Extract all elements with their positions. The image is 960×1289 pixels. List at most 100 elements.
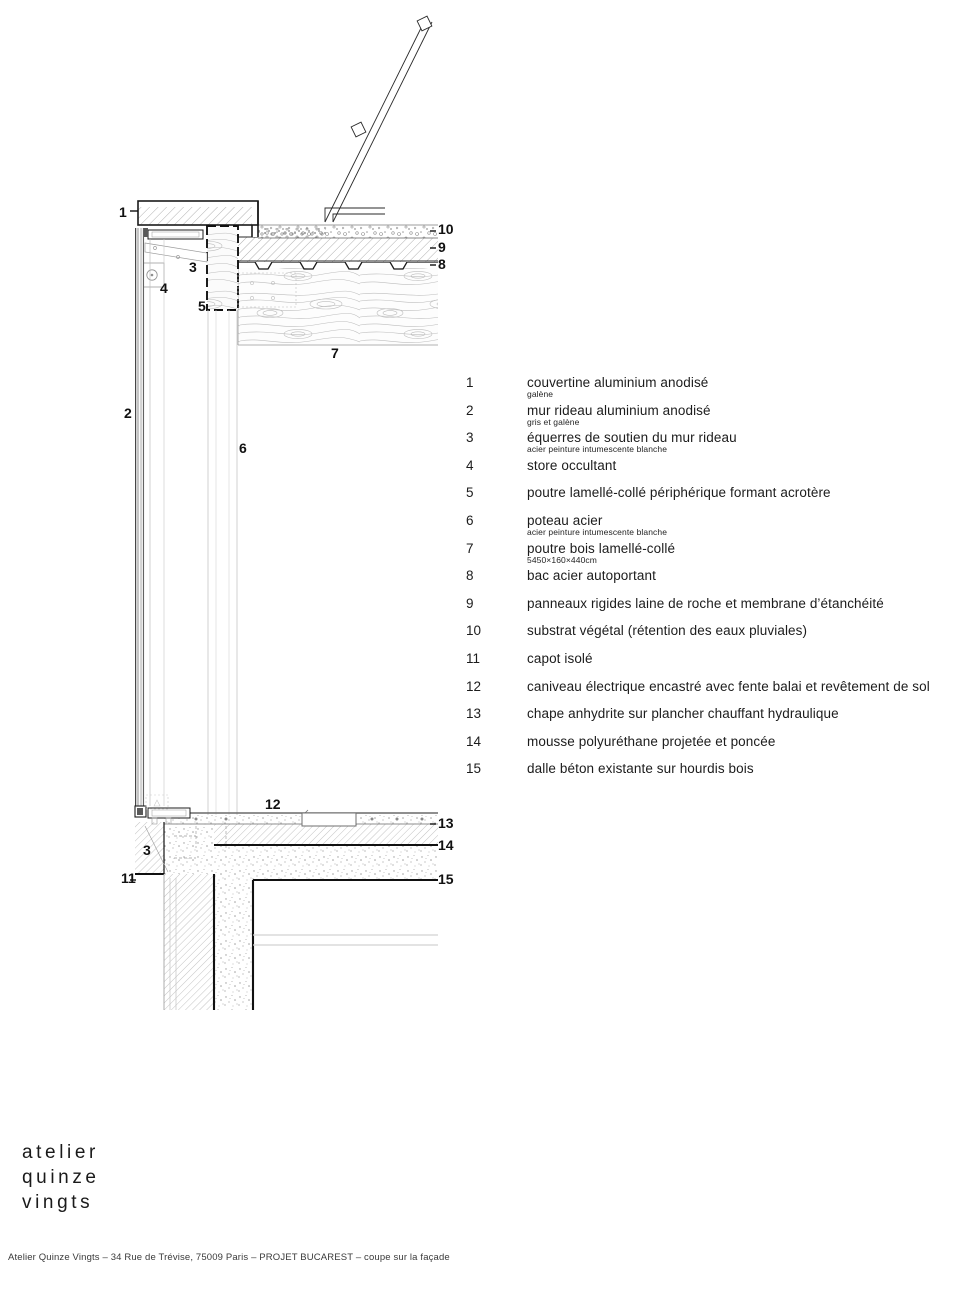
insulated-cap-11: [135, 822, 165, 875]
callout-1: 1: [119, 204, 127, 220]
legend-item-12: 12 caniveau électrique encastré avec fen…: [466, 679, 956, 707]
legend-body: équerres de soutien du mur rideau acier …: [527, 430, 956, 454]
callout-6: 6: [239, 440, 247, 456]
legend-label: capot isolé: [527, 650, 593, 666]
legend-item-2: 2 mur rideau aluminium anodisé gris et g…: [466, 403, 956, 431]
legend-body: bac acier autoportant: [527, 568, 956, 584]
legend-label: bac acier autoportant: [527, 568, 656, 584]
legend-number: 2: [466, 402, 474, 418]
beam-connection-plate: [237, 272, 297, 308]
roof-mast-strut: [324, 15, 433, 223]
legend-number: 14: [466, 733, 482, 749]
logo-line-1: atelier: [22, 1142, 99, 1163]
curtain-wall-bracket-floor-3: [144, 825, 227, 873]
legend-label: mousse polyuréthane projetée et poncée: [527, 733, 776, 749]
vegetal-substrate-10: [258, 224, 438, 239]
legend-body: mousse polyuréthane projetée et poncée: [527, 734, 956, 750]
legend-label: panneaux rigides laine de roche et membr…: [527, 595, 884, 611]
insulation-layer-9: [238, 236, 438, 262]
legend-label: chape anhydrite sur plancher chauffant h…: [527, 706, 839, 722]
studio-logo: atelier quinze vingts: [22, 1140, 100, 1215]
legend-body: poutre bois lamellé-collé 5450×160×440cm: [527, 541, 956, 565]
callout-leaders: [130, 210, 436, 881]
legend-label: store occultant: [527, 457, 617, 473]
legend-item-9: 9 panneaux rigides laine de roche et mem…: [466, 596, 956, 624]
curtain-wall-foot: [134, 805, 216, 1010]
legend-label: poutre lamellé-collé périphérique forman…: [527, 485, 831, 501]
legend-number: 5: [466, 485, 474, 501]
steel-deck-8: [238, 261, 438, 270]
legend-number: 8: [466, 568, 474, 584]
legend-label: dalle béton existante sur hourdis bois: [527, 761, 754, 777]
legend-list: 1 couvertine aluminium anodisé galène 2 …: [466, 375, 956, 789]
legend-number: 13: [466, 706, 482, 722]
legend-number: 7: [466, 540, 474, 556]
callout-12: 12: [265, 796, 281, 812]
legend-number: 15: [466, 761, 482, 777]
callout-3-roof: 3: [189, 259, 197, 275]
acroterion-beam-5: [206, 225, 239, 311]
legend-body: caniveau électrique encastré avec fente …: [527, 679, 956, 695]
callout-15: 15: [438, 871, 454, 887]
legend-item-4: 4 store occultant: [466, 458, 956, 486]
legend-label: mur rideau aluminium anodisé: [527, 402, 711, 418]
legend-label: poutre bois lamellé-collé: [527, 540, 676, 556]
callout-4: 4: [160, 280, 168, 296]
facade-section-drawing: 1 10 9 8 3 4 5 7 2 6 12 13 14 3 15 11: [119, 15, 454, 1010]
legend-body: store occultant: [527, 458, 956, 474]
legend-number: 1: [466, 375, 474, 390]
logo-line-3: vingts: [22, 1192, 94, 1213]
legend-body: dalle béton existante sur hourdis bois: [527, 761, 956, 777]
logo-line-2: quinze: [22, 1167, 100, 1188]
legend-number: 12: [466, 678, 482, 694]
legend-label: couvertine aluminium anodisé: [527, 375, 709, 390]
legend-number: 4: [466, 457, 474, 473]
legend-item-7: 7 poutre bois lamellé-collé 5450×160×440…: [466, 541, 956, 569]
legend-number: 6: [466, 512, 474, 528]
legend-item-1: 1 couvertine aluminium anodisé galène: [466, 375, 956, 403]
callout-10: 10: [438, 221, 454, 237]
legend-number: 10: [466, 623, 482, 639]
callout-11: 11: [121, 870, 136, 886]
legend-body: capot isolé: [527, 651, 956, 667]
callout-3-floor: 3: [143, 842, 151, 858]
legend-number: 3: [466, 430, 474, 446]
legend-item-8: 8 bac acier autoportant: [466, 568, 956, 596]
legend-number: 9: [466, 595, 474, 611]
legend-label: poteau acier: [527, 512, 603, 528]
legend-item-14: 14 mousse polyuréthane projetée et poncé…: [466, 734, 956, 762]
anhydrite-screed-13: [150, 812, 438, 825]
steel-column-6: [207, 310, 238, 818]
curtain-wall-head: [139, 228, 204, 240]
legend-sublabel: acier peinture intumescente blanche: [527, 526, 668, 537]
coping-1: [137, 200, 259, 237]
legend-item-10: 10 substrat végétal (rétention des eaux …: [466, 623, 956, 651]
legend-sublabel: 5450×160×440cm: [527, 554, 597, 565]
legend-item-6: 6 poteau acier acier peinture intumescen…: [466, 513, 956, 541]
legend-label: substrat végétal (rétention des eaux plu…: [527, 623, 808, 639]
pu-foam-14: [214, 822, 438, 847]
legend-item-3: 3 équerres de soutien du mur rideau acie…: [466, 430, 956, 458]
legend-item-13: 13 chape anhydrite sur plancher chauffan…: [466, 706, 956, 734]
curtain-wall-mullion-2: [135, 228, 165, 808]
callout-2: 2: [124, 405, 132, 421]
legend-item-11: 11 capot isolé: [466, 651, 956, 679]
legend-body: mur rideau aluminium anodisé gris et gal…: [527, 403, 956, 427]
sheet-footer-caption: Atelier Quinze Vingts – 34 Rue de Trévis…: [8, 1252, 450, 1263]
legend-number: 11: [466, 650, 481, 666]
legend-sublabel: galène: [527, 389, 554, 399]
legend-sublabel: gris et galène: [527, 416, 580, 427]
section-marker: [145, 794, 169, 810]
legend-body: substrat végétal (rétention des eaux plu…: [527, 623, 956, 639]
legend-body: poutre lamellé-collé périphérique forman…: [527, 485, 956, 501]
electrical-channel-12: [301, 809, 357, 827]
legend-body: chape anhydrite sur plancher chauffant h…: [527, 706, 956, 722]
callout-9: 9: [438, 239, 446, 255]
callout-14: 14: [438, 837, 454, 853]
callout-13: 13: [438, 815, 454, 831]
callout-7: 7: [331, 345, 339, 361]
callout-8: 8: [438, 256, 446, 272]
callout-5: 5: [198, 298, 206, 314]
legend-item-15: 15 dalle béton existante sur hourdis boi…: [466, 761, 956, 789]
